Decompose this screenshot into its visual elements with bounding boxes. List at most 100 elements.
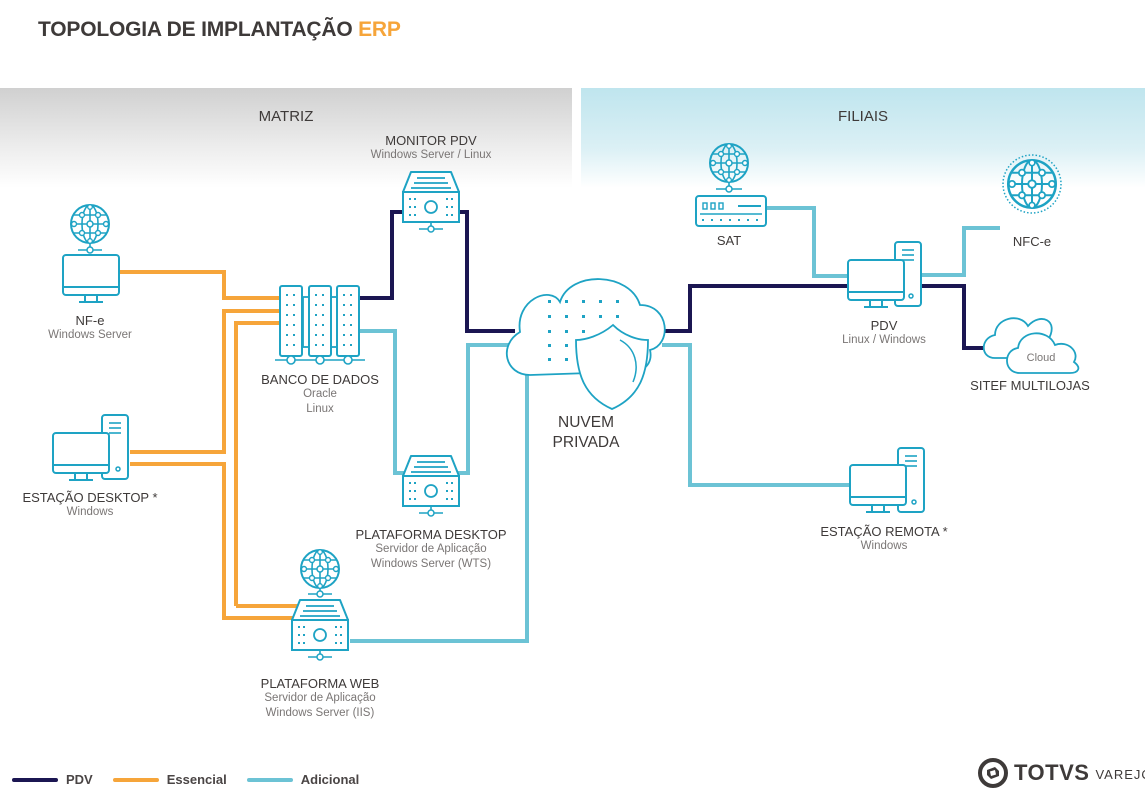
link-nfe-banco (120, 270, 282, 300)
estacao-remota-node[interactable] (849, 447, 925, 513)
cloud-front-icon (1006, 332, 1080, 374)
legend-swatch (246, 777, 293, 782)
nfce-node[interactable] (1002, 154, 1062, 214)
monitor-icon (62, 254, 120, 303)
link-monitor-nuvem (458, 210, 515, 333)
node-name: ESTAÇÃO REMOTA * (820, 524, 948, 539)
section-matriz: MATRIZ (0, 88, 572, 188)
globe-icon (300, 548, 340, 590)
server-icon (402, 455, 460, 517)
pdv-label: PDV Linux / Windows (842, 318, 926, 348)
cloud-text: Cloud (1027, 352, 1056, 364)
legend: PDV Essencial Adicional (12, 772, 379, 787)
node-name-line2: PRIVADA (552, 434, 620, 451)
title-main: TOPOLOGIA DE IMPLANTAÇÃO (38, 18, 353, 41)
nfe-node[interactable] (62, 203, 120, 303)
node-sub: Servidor de Aplicação (264, 692, 376, 704)
section-matriz-label: MATRIZ (258, 108, 314, 125)
legend-item-essencial: Essencial (112, 772, 227, 787)
nuvem-privada-label: NUVEM PRIVADA (553, 413, 620, 453)
plataforma-web-node[interactable] (291, 548, 349, 661)
database-node[interactable] (275, 285, 365, 365)
monitor-icon (52, 432, 110, 481)
node-sub: Linux (306, 403, 334, 415)
legend-item-adicional: Adicional (246, 772, 360, 787)
monitor-pdv-node[interactable] (402, 171, 460, 233)
estacao-desktop-label: ESTAÇÃO DESKTOP * Windows (22, 490, 157, 520)
totvs-logo-icon (978, 758, 1008, 788)
node-name: MONITOR PDV (385, 133, 477, 148)
node-name: NF-e (75, 313, 105, 328)
estacao-desktop-node[interactable] (52, 414, 129, 481)
node-name: NFC-e (1012, 234, 1052, 249)
node-sub: Windows Server / Linux (370, 149, 492, 161)
monitor-icon (849, 464, 907, 513)
pdv-node[interactable] (847, 241, 922, 308)
page-title: TOPOLOGIA DE IMPLANTAÇÃO ERP (38, 18, 401, 42)
nuvem-privada-node[interactable] (505, 278, 666, 410)
plataforma-web-label: PLATAFORMA WEB Servidor de Aplicação Win… (261, 676, 380, 721)
logo-brand: TOTVS (1014, 760, 1090, 785)
node-sub: Windows Server (IIS) (265, 707, 375, 719)
nfe-label: NF-e Windows Server (48, 313, 132, 343)
title-accent: ERP (358, 18, 401, 41)
node-sub: Oracle (303, 388, 337, 400)
cloud-dots (548, 300, 619, 361)
server-icon (402, 171, 460, 233)
node-sub: Linux / Windows (842, 334, 926, 346)
node-sub: Servidor de Aplicação (375, 543, 487, 555)
database-rack-icon (275, 285, 365, 365)
totvs-logo: TOTVS VAREJO (978, 758, 1145, 788)
link-platdesktop-nuvem (455, 343, 510, 475)
node-name: BANCO DE DADOS (261, 372, 379, 387)
sat-label: SAT (717, 233, 741, 248)
node-name: PLATAFORMA DESKTOP (355, 527, 507, 542)
shield-icon (575, 323, 649, 410)
globe-icon (709, 142, 749, 184)
node-name: SITEF MULTILOJAS (970, 378, 1090, 393)
legend-swatch (112, 777, 159, 782)
legend-label: Adicional (300, 772, 360, 787)
legend-label: Essencial (166, 772, 227, 787)
link-desktop-web (130, 462, 298, 620)
link-banco-platdesktop (360, 329, 410, 475)
plataforma-desktop-label: PLATAFORMA DESKTOP Servidor de Aplicação… (356, 527, 507, 572)
node-sub: Windows Server (WTS) (370, 558, 492, 570)
section-filiais-label: FILIAIS (837, 108, 889, 125)
globe-icon (1007, 158, 1057, 210)
estacao-remota-label: ESTAÇÃO REMOTA * Windows (820, 524, 947, 554)
link-banco-monitor (360, 210, 405, 300)
link-web-banco (234, 321, 282, 606)
nfce-label: NFC-e (1013, 234, 1051, 249)
server-icon (291, 599, 349, 661)
link-nuvem-pdv (660, 284, 848, 333)
link-pdv-sitef (922, 284, 990, 350)
banco-dados-label: BANCO DE DADOS Oracle Linux (261, 372, 379, 417)
legend-label: PDV (66, 772, 93, 787)
monitor-pdv-label: MONITOR PDV Windows Server / Linux (371, 133, 492, 163)
sat-node[interactable] (695, 142, 767, 227)
node-name-line1: NUVEM (558, 414, 614, 431)
legend-item-pdv: PDV (12, 772, 93, 787)
node-name: ESTAÇÃO DESKTOP * (22, 490, 158, 505)
node-name: PDV (870, 318, 898, 333)
link-pdv-nfce (922, 226, 1000, 277)
sitef-node[interactable]: Cloud (982, 317, 1080, 374)
node-sub: Windows Server (48, 329, 132, 341)
sat-device-icon (695, 195, 767, 227)
node-sub: Windows (860, 540, 908, 552)
node-name: SAT (716, 233, 742, 248)
node-sub: Windows (66, 506, 114, 518)
logo-sub: VAREJO (1095, 767, 1145, 782)
node-name: PLATAFORMA WEB (260, 676, 380, 691)
plataforma-desktop-node[interactable] (402, 455, 460, 517)
monitor-icon (847, 259, 905, 308)
link-sat-pdv (766, 206, 848, 278)
globe-icon (70, 203, 110, 245)
link-nuvem-remota (662, 343, 850, 487)
legend-swatch (12, 777, 58, 782)
link-web-nuvem (350, 372, 529, 643)
link-desktop-banco (130, 309, 282, 454)
sitef-label: SITEF MULTILOJAS (970, 378, 1090, 393)
